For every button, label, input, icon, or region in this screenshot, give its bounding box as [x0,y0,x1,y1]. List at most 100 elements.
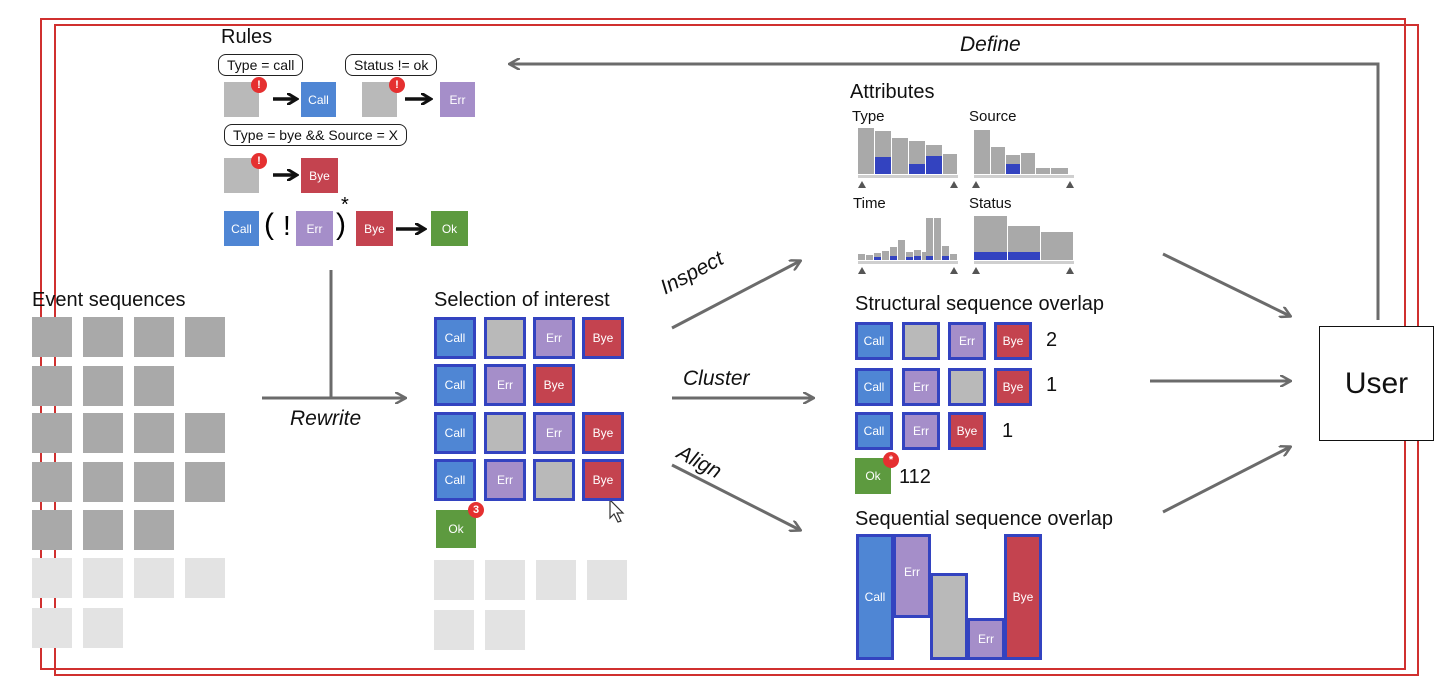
time-bar-selected [890,256,897,260]
selection-event-err: Err [533,412,575,454]
time-bar-selected [874,257,881,260]
structural-event-call: Call [855,322,893,360]
type-bar [858,128,874,174]
regex-open-paren: ( [264,208,274,241]
time-bar [926,218,933,260]
sequential-block-bye: Bye [1004,534,1042,660]
selection-event-err: Err [484,459,526,501]
selection-event-ok: Ok [436,510,476,548]
regex-star: * [341,194,349,216]
status-bar-selected [974,252,1007,260]
range-handle-icon[interactable] [950,181,958,188]
rule-condition-3: Type = bye && Source = X [224,124,407,146]
range-handle-icon[interactable] [1066,181,1074,188]
structural-event-gray [902,322,940,360]
event-square [32,510,72,550]
selection-square-faded [587,560,627,600]
range-handle-icon[interactable] [1066,267,1074,274]
cluster-label: Cluster [683,367,750,390]
source-histogram [974,128,1074,174]
type-bar-selected [875,157,891,174]
selection-event-bye: Bye [533,364,575,406]
selection-event-bye: Bye [582,459,624,501]
event-square [32,366,72,406]
range-handle-icon[interactable] [950,267,958,274]
regex-close-paren: ) [336,208,346,241]
regex-call: Call [224,211,259,246]
time-bar [874,253,881,260]
type-bar [892,138,908,174]
structural-event-call: Call [855,368,893,406]
selection-square-faded [485,610,525,650]
rules-title: Rules [221,26,273,48]
sequential-block-gray [930,573,968,660]
event-square-faded [83,558,123,598]
alert-badge: ! [251,77,267,93]
time-bar [934,218,941,260]
event-square-faded [83,608,123,648]
regex-bye: Bye [356,211,393,246]
sequential-block-call: Call [856,534,894,660]
selection-square-faded [434,610,474,650]
time-bar [882,251,889,260]
type-bar [943,154,957,174]
event-square [32,462,72,502]
align-arrow [671,463,800,530]
selection-event-err: Err [484,364,526,406]
selection-event-gray [484,412,526,454]
selection-event-call: Call [434,412,476,454]
structural-event-bye: Bye [994,368,1032,406]
time-bar [922,252,929,260]
type-bar-selected [926,156,942,174]
rule-condition-1: Type = call [218,54,304,76]
structural-count: 2 [1046,329,1058,351]
structural-event-err: Err [902,412,940,450]
status-bar [1041,232,1073,260]
structural-count: 1 [1046,374,1058,396]
selection-event-gray [484,317,526,359]
event-sequences-title: Event sequences [32,289,186,311]
time-bar [858,254,865,260]
selection-event-bye: Bye [582,412,624,454]
selection-event-call: Call [434,317,476,359]
time-bar [914,250,921,260]
source-bar [1036,168,1050,174]
selection-square-faded [536,560,576,600]
event-square-faded [185,558,225,598]
rule2-target-err: Err [440,82,475,117]
attr-status-label: Status [969,195,1012,212]
event-square [134,413,174,453]
rule1-target-call: Call [301,82,336,117]
define-label: Define [960,33,1021,56]
structural-count: 112 [899,466,931,488]
attr-time-label: Time [853,195,886,212]
range-handle-icon[interactable] [858,181,866,188]
source-bar [974,130,990,174]
sequential-block-err: Err [893,534,931,618]
event-square [32,413,72,453]
structural-event-err: Err [948,322,986,360]
selection-title: Selection of interest [434,289,610,311]
structural-event-bye: Bye [948,412,986,450]
range-handle-icon[interactable] [858,267,866,274]
sequential-title: Sequential sequence overlap [855,508,1113,530]
rewrite-label: Rewrite [290,407,362,430]
status-bar-selected [1008,252,1040,260]
event-square [134,366,174,406]
structural-title: Structural sequence overlap [855,293,1105,315]
sequential-user-arrow [1162,447,1290,514]
type-histogram [858,128,958,174]
range-handle-icon[interactable] [972,267,980,274]
time-bar [866,255,873,260]
selection-square-faded [485,560,525,600]
rule3-target-bye: Bye [301,158,338,193]
time-bar [906,252,913,260]
time-bar-selected [906,257,913,260]
event-square [134,462,174,502]
range-handle-icon[interactable] [972,181,980,188]
attr-type-label: Type [852,108,885,125]
source-bar [1021,153,1035,174]
source-bar-selected [1006,164,1020,174]
selection-square-faded [434,560,474,600]
selection-event-err: Err [533,317,575,359]
